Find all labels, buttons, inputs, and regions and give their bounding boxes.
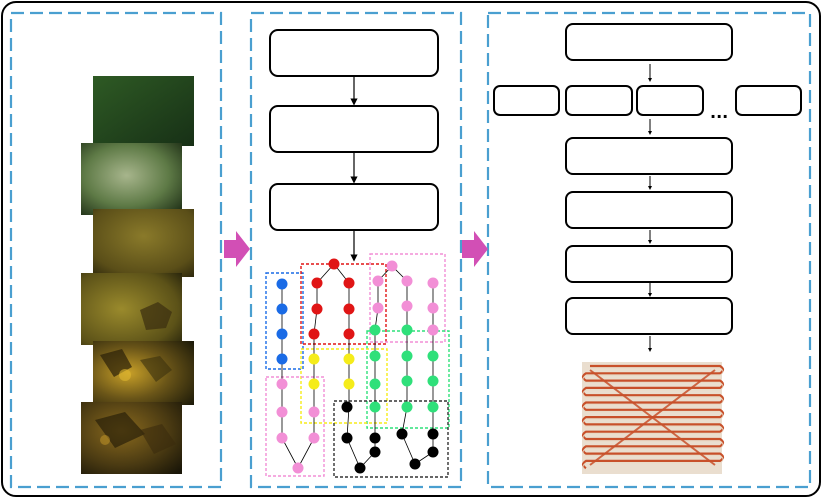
image-tile-3 — [93, 209, 194, 277]
node-pink — [427, 302, 439, 314]
workflow-boxes — [269, 29, 439, 262]
node-green — [427, 401, 439, 413]
node-yellow — [343, 378, 355, 390]
mosaic-result-image — [581, 362, 725, 474]
node-pink — [427, 324, 439, 336]
pipeline-stage-box-3 — [565, 245, 733, 283]
panel-workflow — [249, 11, 463, 489]
node-pink — [386, 260, 398, 272]
node-red — [343, 277, 355, 289]
node-red — [343, 303, 355, 315]
node-pink — [276, 406, 288, 418]
group-box-pink-top — [369, 253, 446, 343]
pipeline-boxes: ... — [493, 23, 802, 352]
pipeline-stage-box-1 — [565, 137, 733, 175]
node-green — [369, 324, 381, 336]
node-green — [369, 350, 381, 362]
pipeline-parallel-box-2 — [565, 85, 633, 116]
node-green — [401, 350, 413, 362]
node-blue — [276, 353, 288, 365]
trajectory-graph — [265, 253, 450, 478]
node-red — [343, 328, 355, 340]
flow-arrow-1 — [224, 231, 250, 267]
node-pink — [308, 406, 320, 418]
node-black — [369, 432, 381, 444]
pipeline-stage-box-4 — [565, 297, 733, 335]
workflow-box-3 — [269, 183, 439, 231]
node-pink — [308, 432, 320, 444]
node-red — [328, 258, 340, 270]
node-yellow — [308, 378, 320, 390]
node-green — [369, 401, 381, 413]
node-black — [427, 446, 439, 458]
node-blue — [276, 303, 288, 315]
node-green — [427, 350, 439, 362]
image-tile-5 — [93, 341, 194, 405]
mosaic-lane-highlight — [582, 367, 724, 471]
pipeline-parallel-box-4 — [735, 85, 802, 116]
node-red — [308, 328, 320, 340]
node-pink — [372, 302, 384, 314]
node-green — [401, 324, 413, 336]
node-black — [409, 458, 421, 470]
group-box-black — [333, 400, 449, 478]
node-blue — [276, 278, 288, 290]
workflow-box-1 — [269, 29, 439, 77]
pipeline-parallel-box-1 — [493, 85, 560, 116]
node-red — [311, 277, 323, 289]
workflow-box-2 — [269, 105, 439, 153]
trajectory-path — [281, 263, 434, 469]
node-black — [341, 432, 353, 444]
group-box-red — [300, 263, 387, 345]
node-black — [354, 462, 366, 474]
node-green — [401, 401, 413, 413]
group-box-pink-bottom — [265, 376, 325, 477]
node-pink — [401, 300, 413, 312]
node-pink — [401, 275, 413, 287]
node-yellow — [343, 353, 355, 365]
flow-arrow-2 — [462, 231, 488, 267]
node-black — [427, 428, 439, 440]
node-pink — [427, 277, 439, 289]
image-tile-1 — [93, 76, 194, 146]
node-pink — [276, 432, 288, 444]
panel-images — [9, 11, 223, 489]
image-tiles — [81, 76, 194, 474]
image-tile-2 — [81, 143, 182, 215]
node-black — [396, 428, 408, 440]
node-blue — [276, 328, 288, 340]
group-box-blue — [265, 272, 304, 370]
node-green — [427, 375, 439, 387]
pipeline-parallel-box-3 — [636, 85, 704, 116]
node-pink — [372, 275, 384, 287]
node-green — [369, 378, 381, 390]
panel-pipeline — [486, 11, 812, 489]
pipeline-top-box — [565, 23, 733, 61]
node-green — [401, 375, 413, 387]
pipeline-stage-box-2 — [565, 191, 733, 229]
node-yellow — [308, 353, 320, 365]
node-red — [311, 303, 323, 315]
ellipsis-text: ... — [710, 103, 728, 122]
node-black — [369, 446, 381, 458]
node-pink — [292, 462, 304, 474]
node-black — [341, 401, 353, 413]
node-pink — [276, 378, 288, 390]
group-box-yellow — [300, 348, 388, 424]
